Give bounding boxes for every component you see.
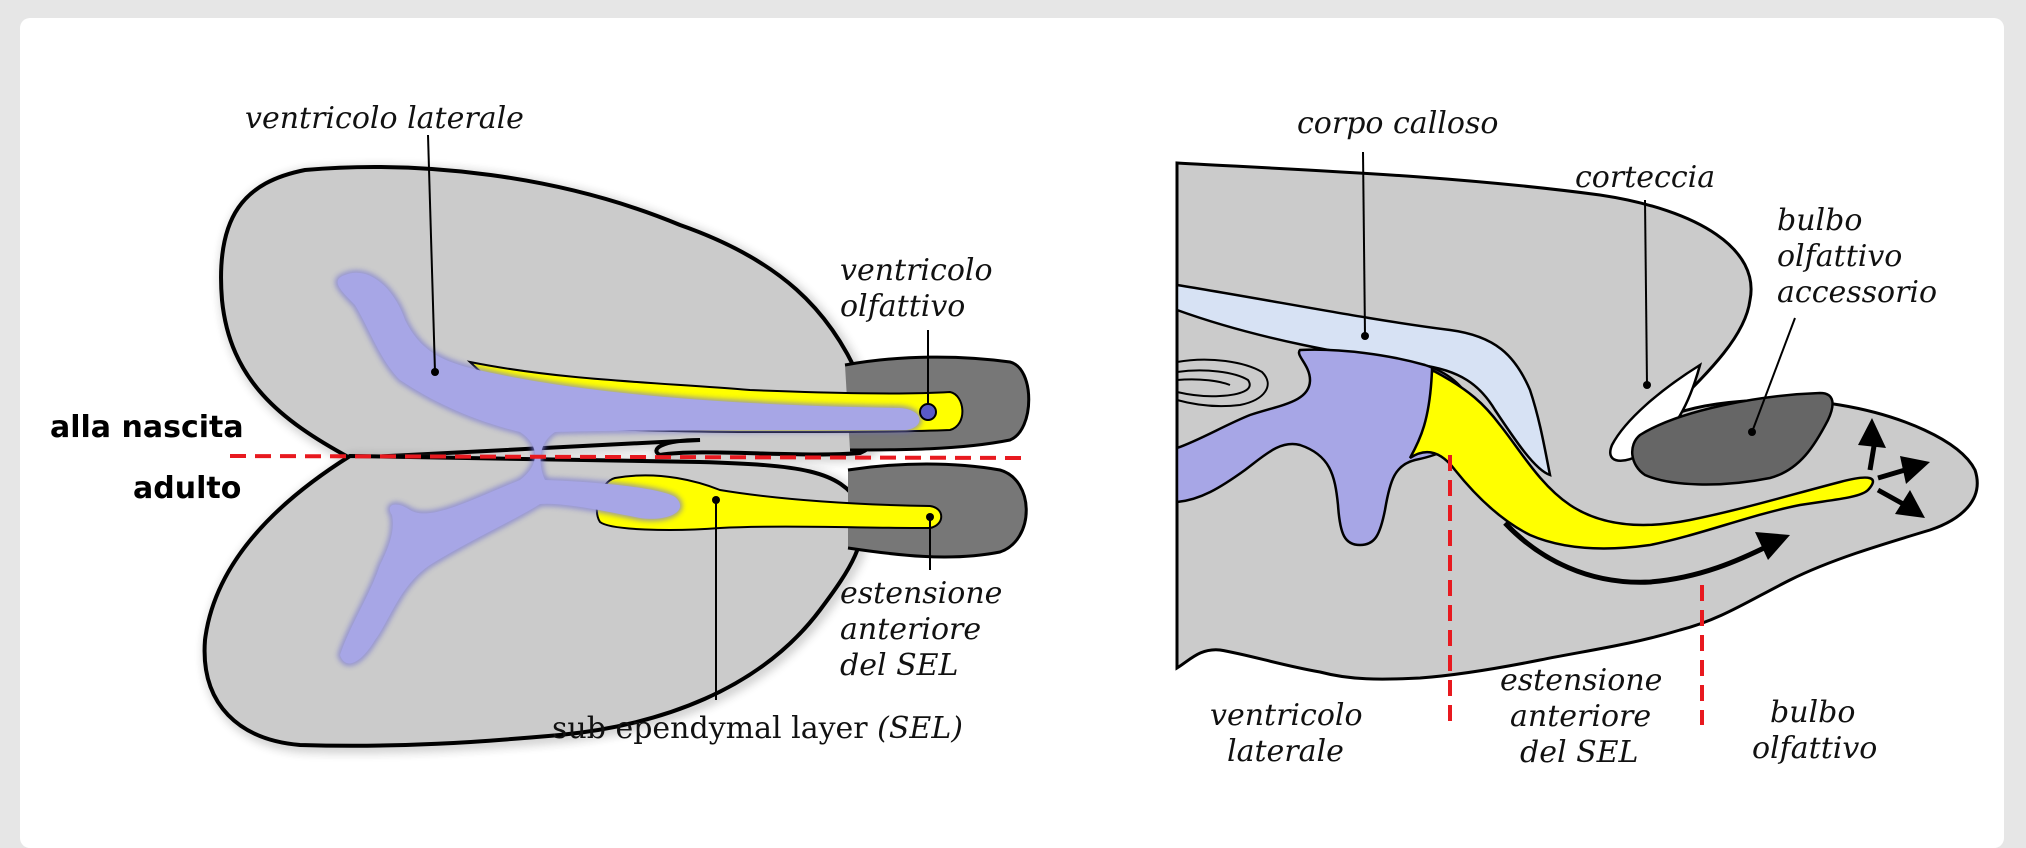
label-bulbo-olfattivo-2: olfattivo [1752, 731, 1877, 766]
olfactory-ventricle-point [920, 404, 936, 420]
sel-extension-point [926, 513, 934, 521]
label-corteccia: corteccia [1575, 160, 1715, 195]
label-estensione-left-1: estensione [840, 576, 1002, 611]
label-alla-nascita: alla nascita [50, 410, 244, 445]
label-ventricolo-laterale-right-2: laterale [1227, 734, 1344, 769]
label-adulto: adulto [133, 471, 241, 506]
label-estensione-right-3: del SEL [1520, 735, 1638, 770]
label-bulbo-olfattivo-1: bulbo [1770, 695, 1855, 730]
label-corpo-calloso: corpo calloso [1297, 106, 1498, 141]
label-ventricolo-laterale-left: ventricolo laterale [245, 101, 524, 136]
label-estensione-left-3: del SEL [840, 648, 958, 683]
label-sel-abbr: (SEL) [877, 711, 963, 746]
label-sel: sub ependymal layer (SEL) [552, 711, 963, 746]
label-bulbo-accessorio-2: olfattivo [1777, 239, 1902, 274]
label-estensione-right-1: estensione [1500, 663, 1662, 698]
label-ventricolo-olfattivo-2: olfattivo [840, 289, 965, 324]
label-bulbo-accessorio-1: bulbo [1777, 203, 1862, 238]
label-estensione-left-2: anteriore [840, 612, 981, 647]
label-ventricolo-olfattivo-1: ventricolo [840, 253, 993, 288]
label-estensione-right-2: anteriore [1510, 699, 1651, 734]
label-ventricolo-laterale-right-1: ventricolo [1210, 698, 1363, 733]
label-sel-main: sub ependymal layer [552, 711, 877, 746]
label-bulbo-accessorio-3: accessorio [1777, 275, 1937, 310]
